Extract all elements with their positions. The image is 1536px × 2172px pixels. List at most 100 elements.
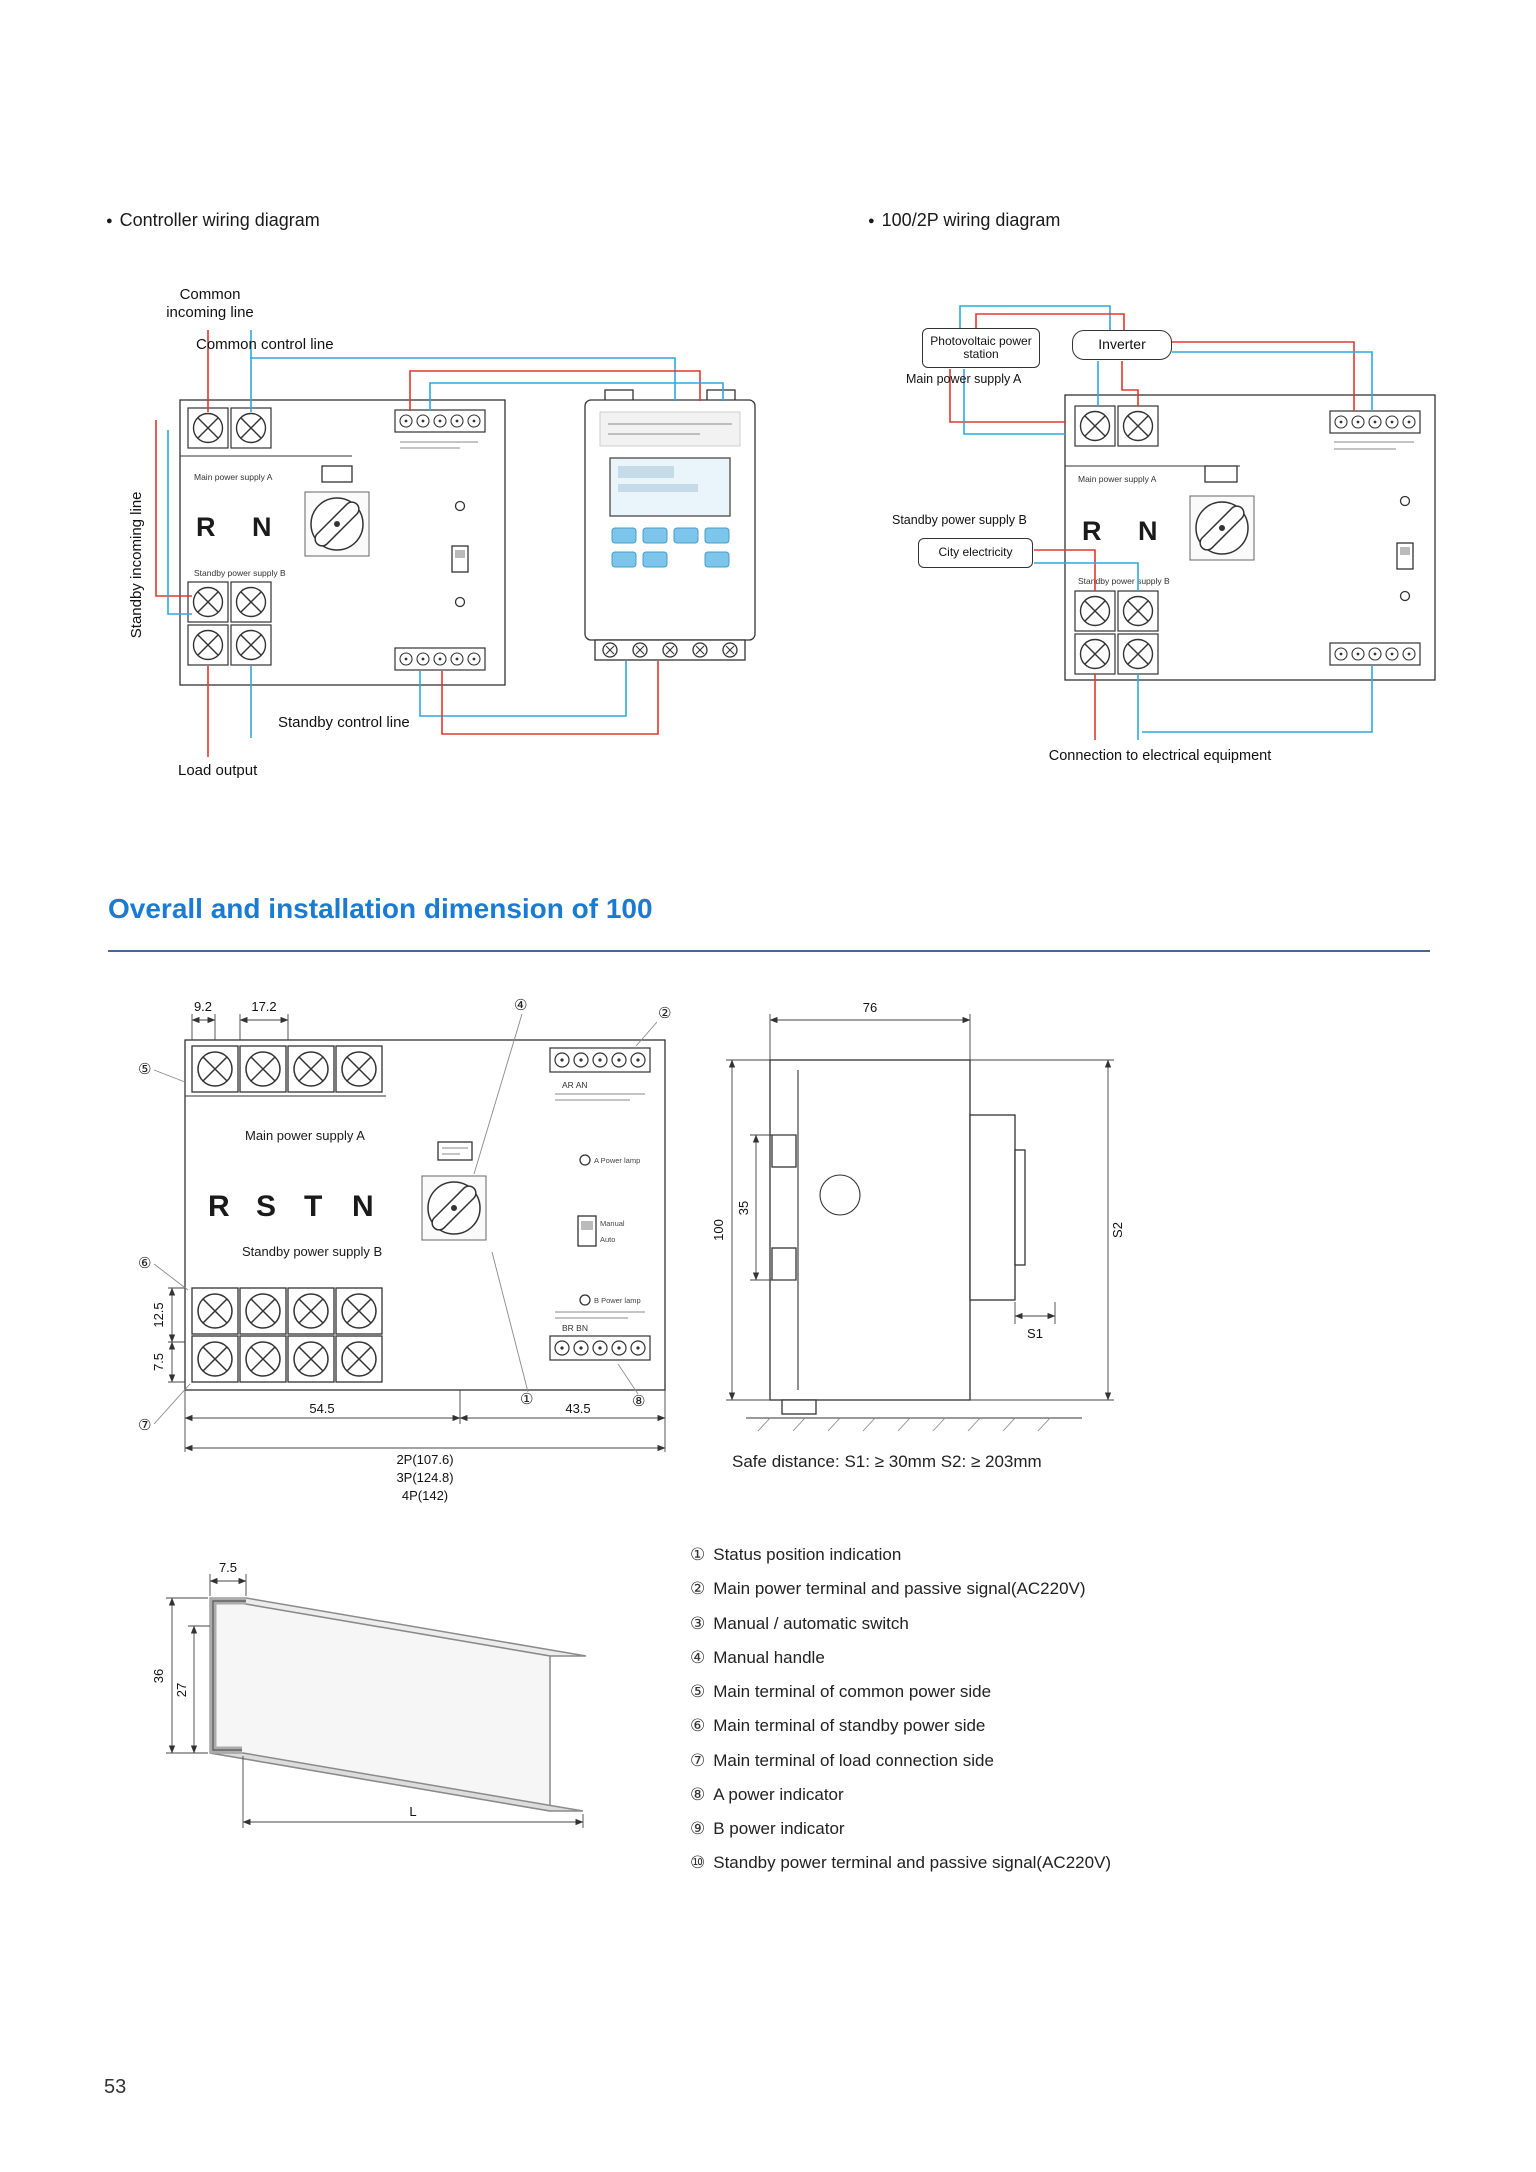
city-electricity-box: City electricity [918, 538, 1033, 568]
dim-2p: 2P(107.6) [396, 1452, 453, 1467]
dim-rail-l: L [409, 1804, 416, 1819]
legend-item: ② Main power terminal and passive signal(… [690, 1578, 1270, 1599]
callout-8: ⑧ [632, 1393, 645, 1410]
legend-list: ① Status position indication ② Main power … [690, 1544, 1270, 1887]
legend-label: Main terminal of common power side [713, 1682, 992, 1701]
ats-device: Main power supply A R N Standby power su… [179, 399, 506, 686]
controller-wiring-title: Controller wiring diagram [119, 210, 320, 230]
terminal-icon [230, 581, 272, 623]
bullet-icon: ● [868, 215, 875, 227]
terminal-icon [187, 581, 229, 623]
front-letter-n: N [352, 1190, 374, 1223]
label-common-control: Common control line [196, 336, 334, 353]
dim-100: 100 [711, 1219, 726, 1241]
legend-item: ⑤ Main terminal of common power side [690, 1681, 1270, 1702]
section-divider [108, 950, 1430, 952]
screw-terminal-icon [602, 642, 618, 658]
legend-num: ⑨ [690, 1819, 706, 1838]
ats-standby-supply-label: Standby power supply B [194, 568, 286, 578]
legend-label: Standby power terminal and passive signa… [713, 1853, 1112, 1873]
br-bn-label: BR BN [562, 1323, 588, 1333]
a-power-lamp-label: A Power lamp [594, 1156, 640, 1165]
legend-label: Main terminal of load connection side [713, 1750, 994, 1770]
dim-43-5: 43.5 [565, 1401, 590, 1416]
legend-label: Manual handle [713, 1647, 825, 1667]
front-letter-t: T [304, 1190, 322, 1223]
bullet-icon: ● [106, 215, 113, 227]
terminal-icon [239, 1045, 287, 1093]
ats-main-supply-label: Main power supply A [194, 472, 273, 482]
label-standby-supply-b: Standby power supply B [892, 513, 1027, 527]
controller-wiring-heading: ● Controller wiring diagram [106, 210, 320, 231]
photovoltaic-box: Photovoltaic power station [922, 328, 1040, 368]
legend-item: ① Status position indication [690, 1544, 1270, 1565]
label-connection-equipment: Connection to electrical equipment [1048, 748, 1272, 764]
signal-strip-icon [394, 409, 486, 433]
din-rail-art: 7.5 36 27 L [151, 1560, 587, 1828]
rotary-handle-icon [421, 1175, 487, 1241]
legend-num: ⑦ [690, 1750, 706, 1770]
terminal-icon [1074, 405, 1116, 447]
terminal-icon [187, 407, 229, 449]
ar-an-label: AR AN [562, 1080, 588, 1090]
legend-num: ③ [690, 1613, 706, 1633]
terminal-icon [335, 1287, 383, 1335]
terminal-icon [287, 1045, 335, 1093]
screw-terminal-icon [722, 642, 738, 658]
legend-label: A power indicator [713, 1784, 844, 1804]
front-callouts: ⑤ ④ ② ⑥ ⑦ ① ⑧ [138, 997, 671, 1434]
rotary-handle-icon [304, 491, 370, 557]
terminal-icon [1117, 590, 1159, 632]
terminal-icon [230, 407, 272, 449]
label-main-supply-a: Main power supply A [906, 372, 1022, 386]
terminal-icon [1117, 405, 1159, 447]
ats-letter-n: N [252, 512, 272, 542]
side-dimensions: 76 100 35 S1 S2 [711, 1000, 1125, 1432]
page-number: 53 [104, 2076, 127, 2098]
terminal-icon [335, 1335, 383, 1383]
screw-terminal-icon [662, 642, 678, 658]
rotary-handle-icon [1189, 495, 1255, 561]
legend-num: ④ [690, 1647, 706, 1667]
terminal-icon [1074, 590, 1116, 632]
signal-strip-icon [549, 1047, 651, 1073]
ats2p-main-supply-label: Main power supply A [1078, 474, 1157, 484]
legend-label: Main power terminal and passive signal(A… [713, 1579, 1086, 1599]
label-load-output: Load output [178, 762, 258, 779]
terminal-icon [191, 1335, 239, 1383]
terminal-icon [287, 1287, 335, 1335]
signal-strip-icon [1329, 642, 1421, 666]
legend-num: ⑤ [690, 1682, 706, 1701]
legend-label: B power indicator [713, 1819, 845, 1838]
front-standby-supply-label: Standby power supply B [242, 1244, 382, 1259]
legend-num: ⑥ [690, 1716, 706, 1736]
terminal-icon [287, 1335, 335, 1383]
legend-num: ⑧ [690, 1784, 706, 1804]
label-common-incoming: Common incoming line [166, 286, 254, 321]
dim-rail-7-5: 7.5 [219, 1560, 237, 1575]
signal-strip-icon [549, 1335, 651, 1361]
front-dimensions: 9.2 17.2 12.5 7.5 54.5 43.5 [151, 999, 666, 1503]
dim-3p: 3P(124.8) [396, 1470, 453, 1485]
legend-item: ⑨ B power indicator [690, 1818, 1270, 1839]
legend-label: Status position indication [713, 1545, 902, 1564]
din-rail-view: 7.5 36 27 L [140, 1560, 620, 1850]
front-letter-r: R [208, 1190, 230, 1223]
legend-item: ⑦ Main terminal of load connection side [690, 1750, 1270, 1771]
ats-letter-r: R [196, 512, 216, 542]
terminal-icon [239, 1335, 287, 1383]
legend-num: ① [690, 1545, 706, 1564]
front-device: AR AN Main power supply A R S T N A Powe… [184, 1039, 666, 1391]
dim-rail-27: 27 [174, 1683, 189, 1697]
legend-num: ② [690, 1579, 706, 1599]
wiring-2p-title: 100/2P wiring diagram [881, 210, 1061, 230]
screw-terminal-icon [692, 642, 708, 658]
terminal-icon [1117, 633, 1159, 675]
callout-2: ② [658, 1005, 671, 1022]
dim-rail-36: 36 [151, 1669, 166, 1683]
dim-17-2: 17.2 [251, 999, 276, 1014]
side-dimension-view: 76 100 35 S1 S2 [710, 990, 1150, 1500]
dim-9-2: 9.2 [194, 999, 212, 1014]
